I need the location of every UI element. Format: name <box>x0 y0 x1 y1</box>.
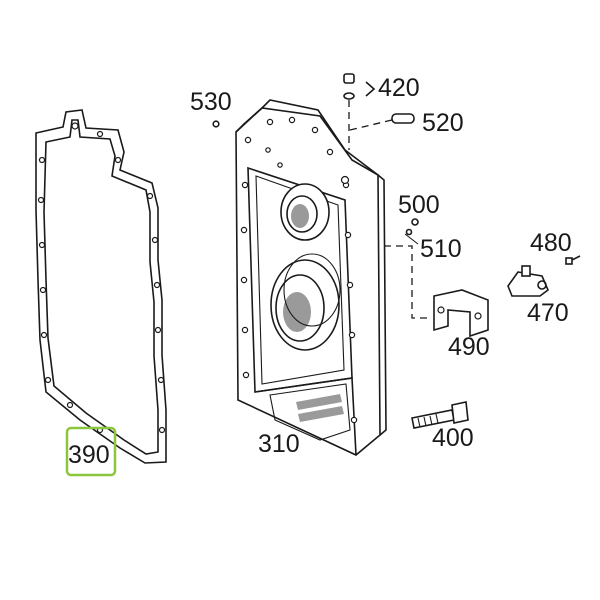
callout-510[interactable]: 510 <box>420 235 462 263</box>
stud-510 <box>384 228 432 319</box>
callout-420[interactable]: 420 <box>378 74 420 102</box>
leader-lines <box>404 233 419 245</box>
pin-520 <box>349 113 415 131</box>
gasket-390-outline <box>35 109 167 464</box>
bolt-400 <box>411 401 469 429</box>
callout-490[interactable]: 490 <box>448 333 490 361</box>
washer-500 <box>411 218 419 226</box>
screw-480 <box>565 255 581 265</box>
callout-400[interactable]: 400 <box>432 424 474 452</box>
plug-420 <box>343 73 376 150</box>
callout-390[interactable]: 390 <box>68 441 110 469</box>
callout-390-highlight-box[interactable] <box>65 426 117 477</box>
bracket-490 <box>433 289 489 338</box>
callout-470[interactable]: 470 <box>527 299 569 327</box>
washer-530 <box>212 120 220 128</box>
callout-310[interactable]: 310 <box>258 430 300 458</box>
housing-310 <box>235 99 387 456</box>
callout-520[interactable]: 520 <box>422 109 464 137</box>
callout-500[interactable]: 500 <box>398 191 440 219</box>
sensor-470 <box>507 265 549 297</box>
callout-530[interactable]: 530 <box>190 88 232 116</box>
callout-480[interactable]: 480 <box>530 229 572 257</box>
